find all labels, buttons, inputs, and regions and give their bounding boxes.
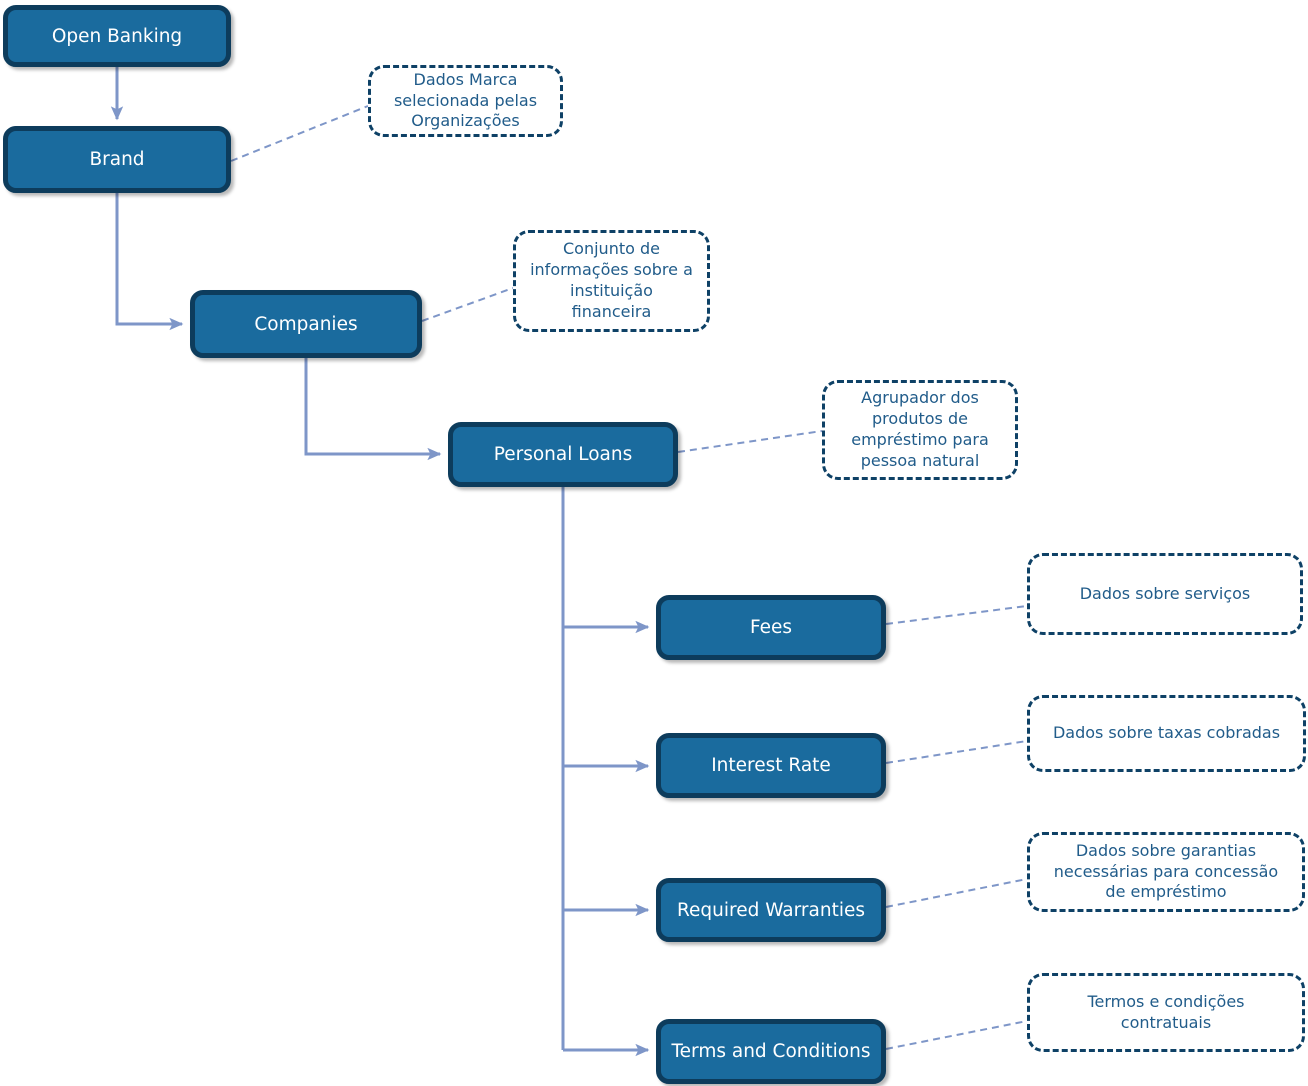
- notelink-fees: [885, 605, 1028, 625]
- node-open-banking-label: Open Banking: [51, 25, 183, 47]
- node-required-warranties-label: Required Warranties: [676, 899, 866, 921]
- node-interest-rate-label: Interest Rate: [711, 755, 831, 776]
- node-required-warranties: Required Warranties: [656, 878, 886, 942]
- note-interest-rate-text: Dados sobre taxas cobradas: [1052, 723, 1281, 743]
- node-personal-loans: Personal Loans: [448, 422, 678, 487]
- node-terms-and-conditions: Terms and Conditions: [656, 1019, 886, 1084]
- node-fees-label: Fees: [749, 617, 793, 638]
- note-brand-text: Dados Marca selecionada pelas Organizaçõ…: [393, 69, 538, 131]
- notelink-personal-loans: [677, 430, 823, 453]
- node-companies: Companies: [190, 290, 422, 358]
- node-personal-loans-label: Personal Loans: [493, 444, 633, 465]
- note-required-warranties: Dados sobre garantias necessárias para c…: [1027, 832, 1305, 912]
- note-terms-and-conditions: Termos e condições contratuais: [1027, 973, 1305, 1052]
- node-brand: Brand: [3, 126, 231, 193]
- notelink-terms-and-conditions: [885, 1020, 1028, 1050]
- note-required-warranties-text: Dados sobre garantias necessárias para c…: [1053, 840, 1279, 902]
- edge-companies-to-personal-loans: [304, 358, 442, 461]
- node-fees: Fees: [656, 595, 886, 660]
- notelink-required-warranties: [885, 878, 1028, 908]
- note-brand: Dados Marca selecionada pelas Organizaçõ…: [368, 65, 563, 137]
- node-terms-and-conditions-label: Terms and Conditions: [671, 1041, 871, 1062]
- node-companies-label: Companies: [254, 313, 358, 335]
- notelink-interest-rate: [885, 740, 1028, 764]
- note-fees: Dados sobre serviços: [1027, 553, 1303, 635]
- note-personal-loans: Agrupador dos produtos de empréstimo par…: [822, 380, 1018, 480]
- note-personal-loans-text: Agrupador dos produtos de empréstimo par…: [851, 388, 989, 470]
- node-interest-rate: Interest Rate: [656, 733, 886, 798]
- note-companies: Conjunto de informações sobre a institui…: [513, 230, 710, 332]
- notelink-brand: [230, 105, 369, 162]
- note-interest-rate: Dados sobre taxas cobradas: [1027, 695, 1306, 772]
- node-brand-label: Brand: [89, 149, 145, 170]
- note-terms-and-conditions-text: Termos e condições contratuais: [1087, 991, 1245, 1032]
- note-fees-text: Dados sobre serviços: [1079, 583, 1251, 603]
- edge-brand-to-companies: [115, 193, 184, 331]
- notelink-companies: [421, 287, 514, 322]
- node-open-banking: Open Banking: [3, 5, 231, 67]
- note-companies-text: Conjunto de informações sobre a institui…: [530, 239, 693, 321]
